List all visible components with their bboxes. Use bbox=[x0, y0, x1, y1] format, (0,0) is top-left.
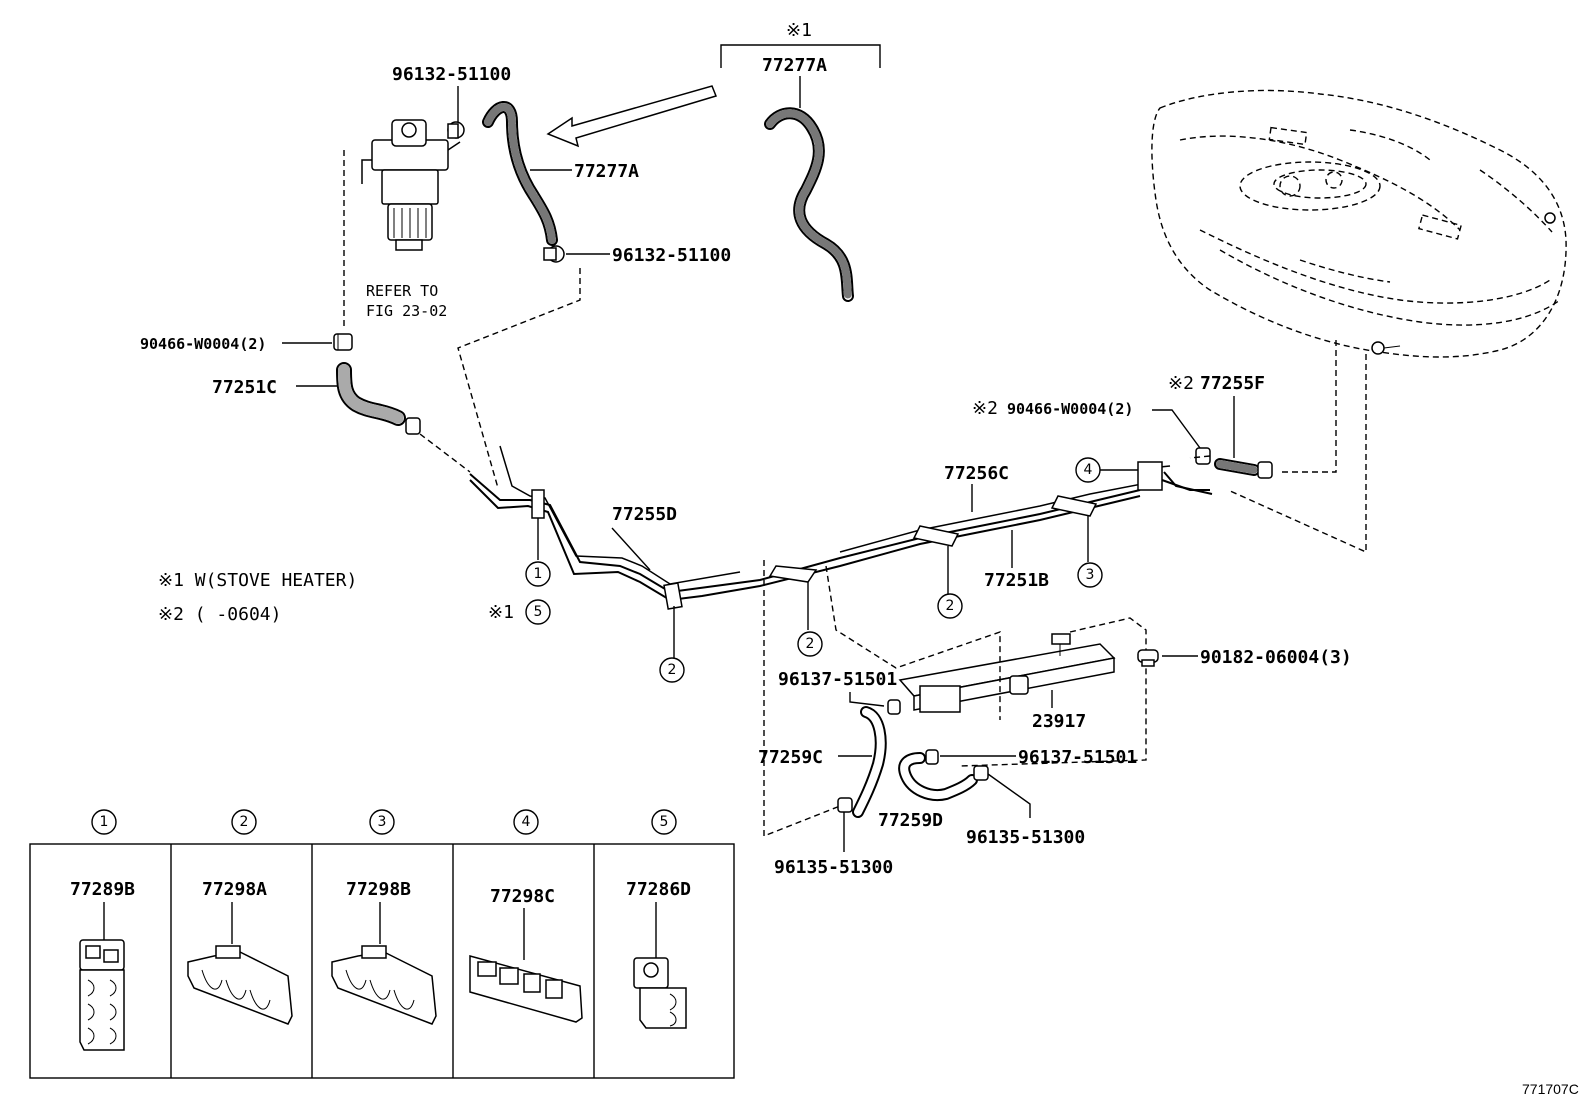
arrow-shape bbox=[546, 85, 718, 148]
pipe-clamp-2a bbox=[663, 582, 683, 658]
label-77259D: 77259D bbox=[878, 810, 943, 831]
callout-4: 4 bbox=[1075, 457, 1101, 483]
main-fuel-pipes bbox=[469, 445, 1171, 602]
svg-text:2: 2 bbox=[668, 662, 677, 678]
svg-text:77298A: 77298A bbox=[202, 879, 267, 900]
clip-77298C-icon bbox=[469, 955, 583, 1023]
direction-arrow bbox=[546, 85, 718, 148]
fuel-tank bbox=[1151, 89, 1567, 358]
svg-text:3: 3 bbox=[1086, 567, 1095, 583]
label-90466-note2: ※2 90466-W0004(2) bbox=[972, 398, 1133, 419]
clip-77298A-icon bbox=[187, 945, 293, 1025]
label-96137-b: 96137-51501 bbox=[1018, 747, 1137, 768]
label-77255D: 77255D bbox=[612, 504, 677, 525]
callout-3: 3 bbox=[1077, 562, 1103, 588]
hose-77259D bbox=[898, 752, 978, 801]
clip-96137-a bbox=[887, 699, 901, 715]
svg-text:4: 4 bbox=[1084, 462, 1093, 478]
label-23917: 23917 bbox=[1032, 711, 1086, 732]
svg-text:77298C: 77298C bbox=[490, 886, 555, 907]
svg-text:4: 4 bbox=[522, 814, 531, 830]
label-77255F: 77255F bbox=[1200, 373, 1265, 394]
label-77251C: 77251C bbox=[212, 377, 277, 398]
pipe-clamp-2c bbox=[912, 525, 960, 594]
figure-id: 771707C bbox=[1522, 1081, 1579, 1097]
label-90466: 90466-W0004(2) bbox=[140, 335, 266, 353]
pipe-clamp-1 bbox=[531, 489, 545, 560]
legend-item-3: 3 77298B bbox=[331, 809, 437, 1025]
clip-legend-table: 1 77289B 2 77298A bbox=[29, 809, 735, 1079]
label-96135-a: 96135-51300 bbox=[774, 857, 893, 878]
clamp-96135-b bbox=[973, 765, 989, 781]
svg-text:5: 5 bbox=[534, 604, 543, 620]
clip-96132-mid bbox=[543, 245, 565, 263]
label-77256C: 77256C bbox=[944, 463, 1009, 484]
svg-text:2: 2 bbox=[240, 814, 249, 830]
hose-77255F bbox=[1214, 458, 1273, 479]
note1-text: ※1 W(STOVE HEATER) bbox=[158, 570, 357, 591]
label-96135-b: 96135-51300 bbox=[966, 827, 1085, 848]
clip-77289B-icon bbox=[79, 939, 125, 1051]
label-77259C: 77259C bbox=[758, 747, 823, 768]
callout-1: 1 bbox=[525, 561, 551, 587]
pipe-clamp-2b bbox=[768, 565, 818, 630]
svg-text:77286D: 77286D bbox=[626, 879, 691, 900]
fuel-filter-assembly: REFER TO FIG 23-02 bbox=[361, 119, 461, 320]
svg-text:77289B: 77289B bbox=[70, 879, 135, 900]
clip-96132-top bbox=[447, 121, 465, 139]
label-77277A: 77277A bbox=[574, 161, 639, 182]
filter-body bbox=[381, 169, 439, 205]
label-96132-top: 96132-51100 bbox=[392, 64, 511, 85]
pipe-clamp-4 bbox=[1098, 461, 1163, 491]
svg-text:※1: ※1 bbox=[488, 602, 514, 623]
svg-text:1: 1 bbox=[534, 566, 543, 582]
legend-item-4: 4 77298C bbox=[469, 809, 583, 1023]
clip-96137-b bbox=[925, 749, 939, 765]
bolt-90182 bbox=[1137, 649, 1159, 667]
label-90182: 90182-06004(3) bbox=[1200, 647, 1352, 668]
label-96132-mid: 96132-51100 bbox=[612, 245, 731, 266]
hose-77259C bbox=[852, 706, 887, 818]
alt-hose-group: ※1 77277A bbox=[720, 20, 881, 302]
bracket-line bbox=[720, 44, 881, 68]
svg-text:2: 2 bbox=[806, 636, 815, 652]
svg-text:2: 2 bbox=[946, 598, 955, 614]
svg-text:3: 3 bbox=[378, 814, 387, 830]
svg-text:5: 5 bbox=[660, 814, 669, 830]
callout-2b: 2 bbox=[797, 631, 823, 657]
label-77251B: 77251B bbox=[984, 570, 1049, 591]
note2-text: ※2 ( -0604) bbox=[158, 604, 281, 625]
clip-77286D-icon bbox=[633, 957, 687, 1029]
note1-mark-top: ※1 bbox=[786, 20, 812, 41]
pipe-clamp-3 bbox=[1050, 495, 1098, 562]
svg-text:1: 1 bbox=[100, 814, 109, 830]
note2-mark-77255F: ※2 bbox=[1168, 373, 1194, 394]
svg-text:77298B: 77298B bbox=[346, 879, 411, 900]
canister-23917 bbox=[898, 633, 1116, 713]
clamp-90466 bbox=[333, 333, 353, 351]
refer-text-1: REFER TO bbox=[366, 282, 438, 300]
callout-2c: 2 bbox=[937, 593, 963, 619]
clip-77298B-icon bbox=[331, 945, 437, 1025]
refer-text-2: FIG 23-02 bbox=[366, 302, 447, 320]
hose-77277A-alt-shape bbox=[764, 107, 854, 302]
callout-5: ※1 5 bbox=[488, 599, 551, 625]
legend-item-5: 5 77286D bbox=[626, 809, 691, 1029]
clamp-77251C-end bbox=[405, 417, 421, 435]
clamp-96135-a bbox=[837, 797, 853, 813]
legend-item-2: 2 77298A bbox=[187, 809, 293, 1025]
hose-77277A bbox=[482, 101, 558, 246]
label-96137-a: 96137-51501 bbox=[778, 669, 897, 690]
callout-2a: 2 bbox=[659, 657, 685, 683]
label-77277A-alt: 77277A bbox=[762, 55, 827, 76]
hose-77251C bbox=[336, 362, 406, 426]
legend-item-1: 1 77289B bbox=[70, 809, 135, 1051]
